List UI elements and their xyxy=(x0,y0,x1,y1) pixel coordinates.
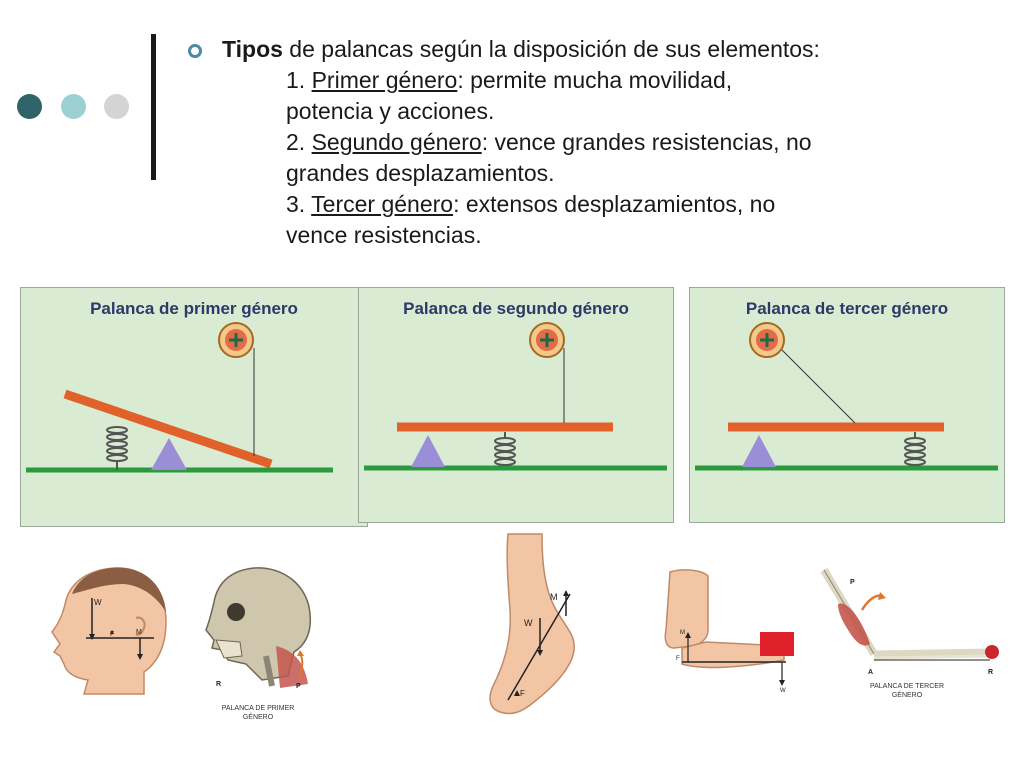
fulcrum-icon xyxy=(411,435,445,467)
decorative-dot-grey xyxy=(104,94,129,119)
head-profile-illustration: W F M xyxy=(51,567,167,695)
lever-diagram-third xyxy=(695,322,998,471)
skeletal-arm-caption: PALANCA DE TERCER GÉNERO xyxy=(869,683,945,699)
label-p: P xyxy=(296,683,301,690)
label-w: W xyxy=(780,688,786,694)
decorative-dot-teal xyxy=(61,94,86,119)
item-3-line-2: vence resistencias. xyxy=(286,222,482,248)
decorative-vertical-bar xyxy=(151,34,156,180)
spring-icon xyxy=(494,432,516,466)
pulley-icon xyxy=(749,322,785,358)
foot-illustration: M W F xyxy=(489,533,575,715)
lever-panel-first: Palanca de primer género xyxy=(20,287,368,527)
item-2-term: Segundo género xyxy=(311,129,482,155)
decorative-dot-dark xyxy=(17,94,42,119)
panel-title-third: Palanca de tercer género xyxy=(745,299,949,318)
label-m: M xyxy=(550,592,558,602)
panel-title-first: Palanca de primer género xyxy=(90,299,298,318)
bullet-heading-bold: Tipos xyxy=(222,36,283,62)
label-m: M xyxy=(680,630,685,636)
label-f: F xyxy=(520,689,525,698)
item-1-line-2: potencia y acciones. xyxy=(286,98,495,124)
lever-bar xyxy=(63,389,273,469)
item-1-line-1: 1. Primer género: permite mucha movilida… xyxy=(286,67,733,93)
item-3-line-1: 3. Tercer género: extensos desplazamient… xyxy=(286,191,776,217)
label-w: W xyxy=(94,598,102,607)
skeletal-arm-illustration: P A R xyxy=(820,567,999,676)
label-f: F xyxy=(110,631,114,638)
item-3-term: Tercer género xyxy=(311,191,454,217)
label-r: R xyxy=(216,681,221,688)
arm-illustration: M F W xyxy=(664,569,794,694)
lever-panel-third: Palanca de tercer género xyxy=(689,287,1005,523)
item-1-term: Primer género xyxy=(311,67,458,93)
bullet-icon xyxy=(188,44,202,58)
fulcrum-icon xyxy=(742,435,776,467)
item-2-line-2: grandes desplazamientos. xyxy=(286,160,555,186)
bullet-text-block: Tipos de palancas según la disposición d… xyxy=(222,34,1002,251)
label-a: A xyxy=(868,669,873,676)
spring-icon xyxy=(106,426,128,470)
item-2-line-1: 2. Segundo género: vence grandes resiste… xyxy=(286,129,812,155)
label-f: F xyxy=(676,656,680,662)
lever-diagram-first xyxy=(26,322,333,473)
bullet-heading: Tipos de palancas según la disposición d… xyxy=(222,34,1002,65)
lever-panel-second: Palanca de segundo género xyxy=(358,287,674,523)
rope xyxy=(777,345,856,424)
bullet-heading-rest: de palancas según la disposición de sus … xyxy=(282,36,820,62)
pulley-icon xyxy=(529,322,565,358)
label-w: W xyxy=(524,618,533,628)
label-r: R xyxy=(988,669,993,676)
spring-icon xyxy=(904,432,926,466)
fulcrum-icon xyxy=(151,438,187,470)
skull-caption: PALANCA DE PRIMER GÉNERO xyxy=(221,705,295,721)
label-p: P xyxy=(850,579,855,586)
label-m: M xyxy=(136,629,142,636)
lever-diagram-second xyxy=(364,322,667,471)
panel-title-second: Palanca de segundo género xyxy=(403,299,629,318)
skull-illustration: R P xyxy=(205,567,312,690)
pulley-icon xyxy=(218,322,254,358)
